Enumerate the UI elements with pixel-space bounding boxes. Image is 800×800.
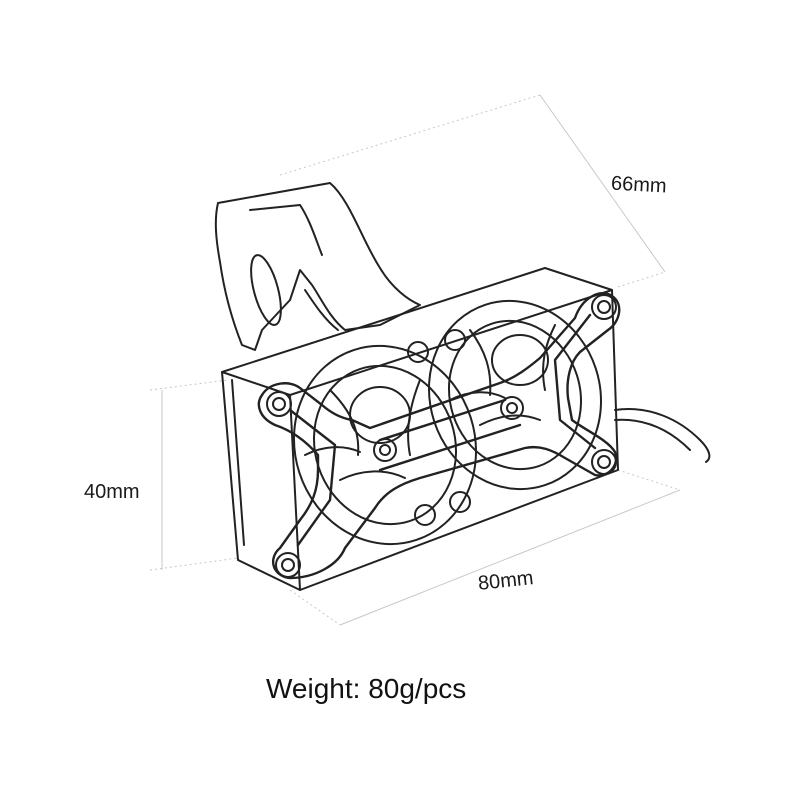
bracket-slot bbox=[250, 254, 282, 326]
x-bracket-bar-bottom bbox=[378, 423, 522, 472]
height-dimension-label: 40mm bbox=[84, 481, 140, 503]
x-bracket-left-slot bbox=[288, 408, 337, 547]
height-extension-top bbox=[149, 379, 229, 391]
x-bracket-bar-top bbox=[378, 398, 507, 442]
bracket-edge bbox=[304, 289, 339, 331]
screw-icon bbox=[591, 449, 617, 475]
width-extension-right bbox=[617, 469, 681, 491]
screw-icon bbox=[373, 438, 397, 462]
screw-icon bbox=[500, 396, 524, 420]
dimension-lines bbox=[149, 94, 681, 626]
width-extension-left bbox=[289, 589, 341, 626]
depth-extension-line-2 bbox=[617, 271, 666, 288]
front-x-bracket bbox=[257, 292, 621, 580]
depth-dimension-label: 66mm bbox=[610, 172, 668, 198]
fan-unit bbox=[214, 182, 711, 591]
depth-dimension-line bbox=[539, 94, 666, 273]
depth-extension-line bbox=[279, 94, 541, 176]
width-dimension-line bbox=[339, 489, 681, 626]
mounting-bracket bbox=[214, 182, 421, 351]
housing-top-edge bbox=[289, 289, 613, 396]
power-cable-2 bbox=[614, 418, 691, 451]
x-bracket-outline bbox=[257, 292, 621, 580]
height-extension-bottom bbox=[149, 557, 239, 571]
weight-label: Weight: 80g/pcs bbox=[266, 673, 467, 704]
housing-side-inner bbox=[231, 379, 245, 546]
screw-icon bbox=[407, 341, 429, 363]
screw-icon bbox=[266, 391, 292, 417]
screw-icon bbox=[444, 329, 466, 351]
right-fan bbox=[427, 299, 603, 491]
screw-icon bbox=[275, 552, 301, 578]
screws bbox=[266, 294, 617, 578]
bracket-detail bbox=[249, 204, 323, 256]
fan-housing bbox=[221, 267, 619, 591]
screw-icon bbox=[449, 491, 471, 513]
screw-icon bbox=[591, 294, 617, 320]
power-cable bbox=[614, 408, 711, 463]
screw-icon bbox=[414, 504, 436, 526]
x-bracket-right-slot bbox=[553, 313, 597, 450]
